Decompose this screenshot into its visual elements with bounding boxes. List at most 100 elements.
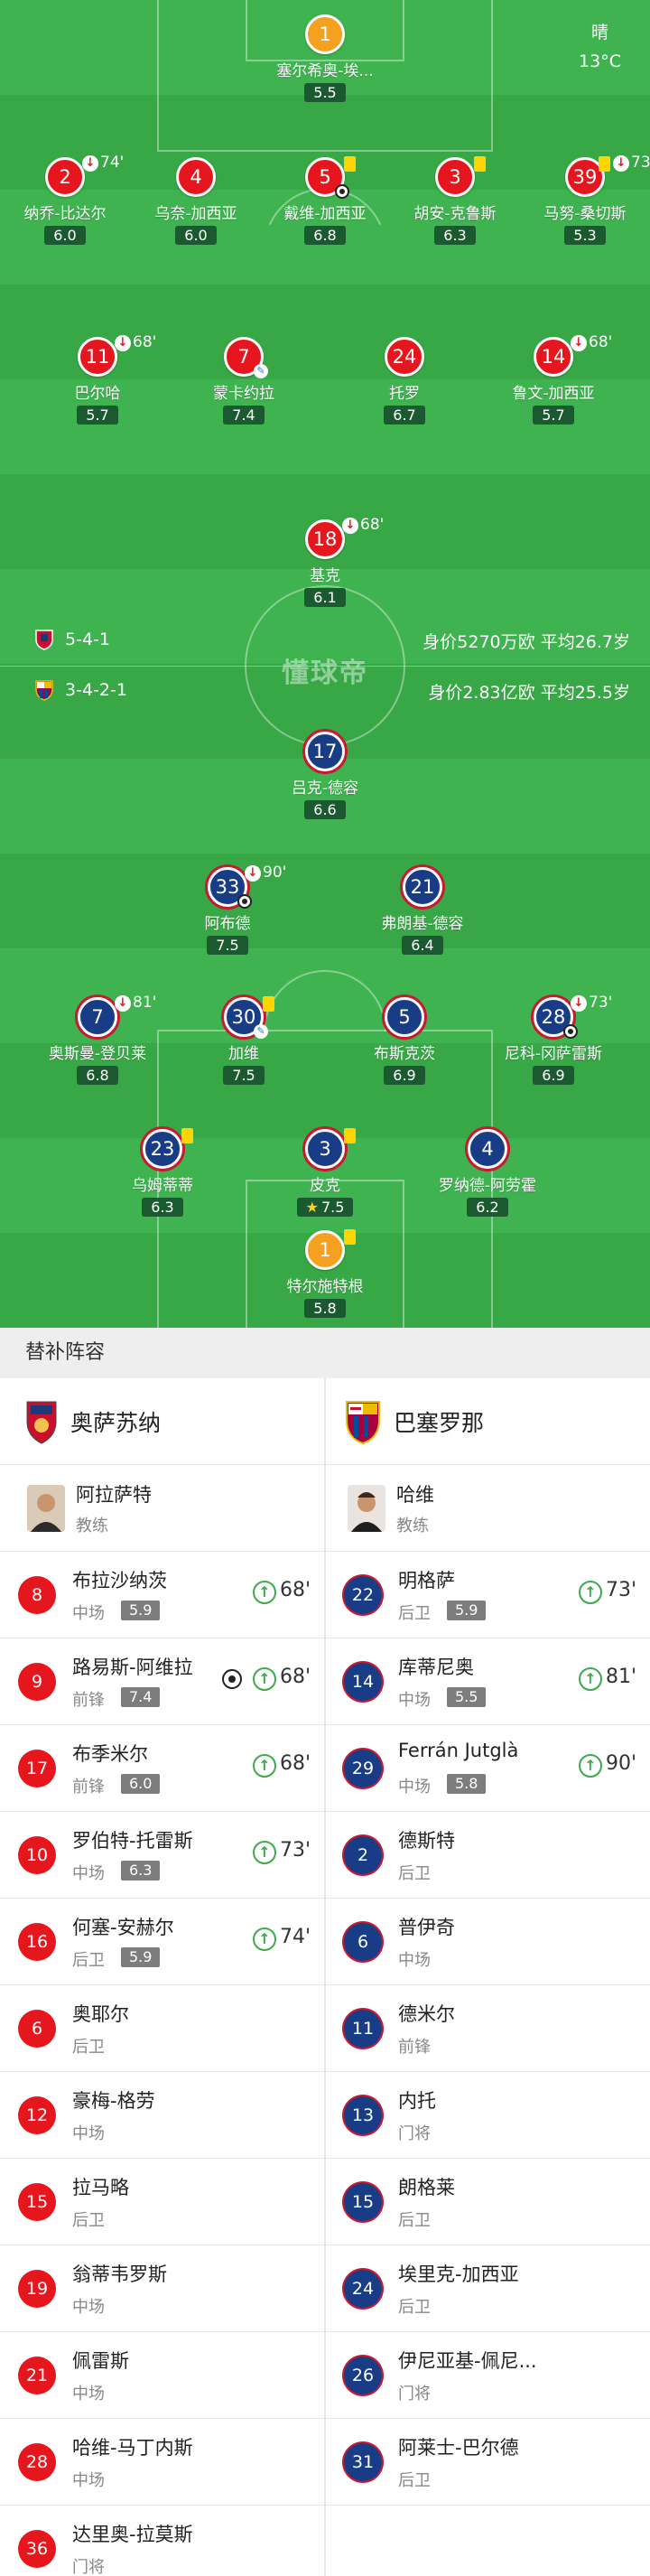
sub-name: 朗格莱 (398, 2177, 455, 2198)
sub-number: 14 (344, 1663, 382, 1701)
away-formation-text: 3-4-2-1 (65, 680, 127, 700)
away-coach-name: 哈维 (396, 1483, 434, 1506)
yellow-card-icon (263, 996, 274, 1012)
pitch-stripe (0, 1043, 650, 1139)
sub-name: 拉马略 (72, 2177, 129, 2198)
player-name: 蒙卡约拉 (213, 385, 274, 403)
sub-position: 前锋 (72, 1691, 105, 1710)
player-name: 皮克 (310, 1177, 340, 1195)
sub-number: 22 (344, 1576, 382, 1614)
sub-position: 中场 (72, 1864, 105, 1883)
star-icon: ★ (305, 1199, 319, 1216)
sub-number: 21 (18, 2357, 56, 2394)
player-name: 乌奈-加西亚 (154, 205, 237, 223)
sub-rating: 5.9 (121, 1601, 161, 1620)
player-rating: 6.0 (175, 226, 217, 245)
sub-number: 13 (344, 2096, 382, 2134)
sub-position: 门将 (72, 2558, 105, 2576)
player-number: 3 (305, 1128, 356, 1169)
sub-name: 内托 (398, 2090, 436, 2112)
home-formation-text: 5-4-1 (65, 630, 110, 649)
player-rating: 6.6 (304, 800, 346, 819)
home-team-header[interactable]: 奥萨苏纳 (23, 1378, 161, 1465)
player-name: 戴维-加西亚 (283, 205, 367, 223)
away-team-header[interactable]: 巴塞罗那 (343, 1378, 484, 1465)
sub-in-icon: ↑ (253, 1841, 276, 1864)
sub-position: 后卫 (398, 2298, 431, 2317)
sub-in-icon: ↑ (253, 1581, 276, 1604)
sub-in-time: 68' (280, 1579, 311, 1601)
home-coach[interactable]: 阿拉萨特 教练 (0, 1465, 324, 1552)
player-number: 14↓68' (534, 333, 612, 377)
barcelona-badge-icon (35, 680, 53, 701)
player-number: 39↓73' (565, 154, 650, 197)
sub-position: 后卫 (398, 2471, 431, 2490)
yellow-card-icon (474, 156, 486, 172)
sub-name: 哈维-马丁内斯 (72, 2437, 193, 2459)
pitch-stripe (0, 854, 650, 949)
sub-out-icon: ↓ (571, 335, 587, 351)
sub-number: 6 (344, 1923, 382, 1961)
sub-name: 明格萨 (398, 1570, 455, 1591)
sub-out-icon: ↓ (613, 155, 629, 172)
player-name: 鲁文-加西亚 (512, 385, 595, 403)
sub-position: 后卫 (398, 1604, 431, 1623)
sub-time: 73' (631, 154, 650, 172)
player-name: 罗纳德-阿劳霍 (438, 1177, 537, 1195)
sub-rating: 5.8 (447, 1774, 487, 1794)
sub-position: 前锋 (72, 1778, 105, 1797)
pitch: 晴 13°C 懂球帝 5-4-1 身价5270万欧 平均26.7岁 3-4-2-… (0, 0, 650, 1328)
pitch-player[interactable]: 14↓68' 鲁文-加西亚 5.7 (477, 333, 630, 425)
player-rating: 6.3 (434, 226, 476, 245)
away-coach[interactable]: 哈维 教练 (326, 1465, 650, 1552)
home-coach-name: 阿拉萨特 (76, 1483, 152, 1506)
player-rating: 5.7 (533, 406, 574, 425)
weather-condition: 晴 (591, 23, 609, 42)
sub-in-time: 73' (280, 1839, 311, 1862)
